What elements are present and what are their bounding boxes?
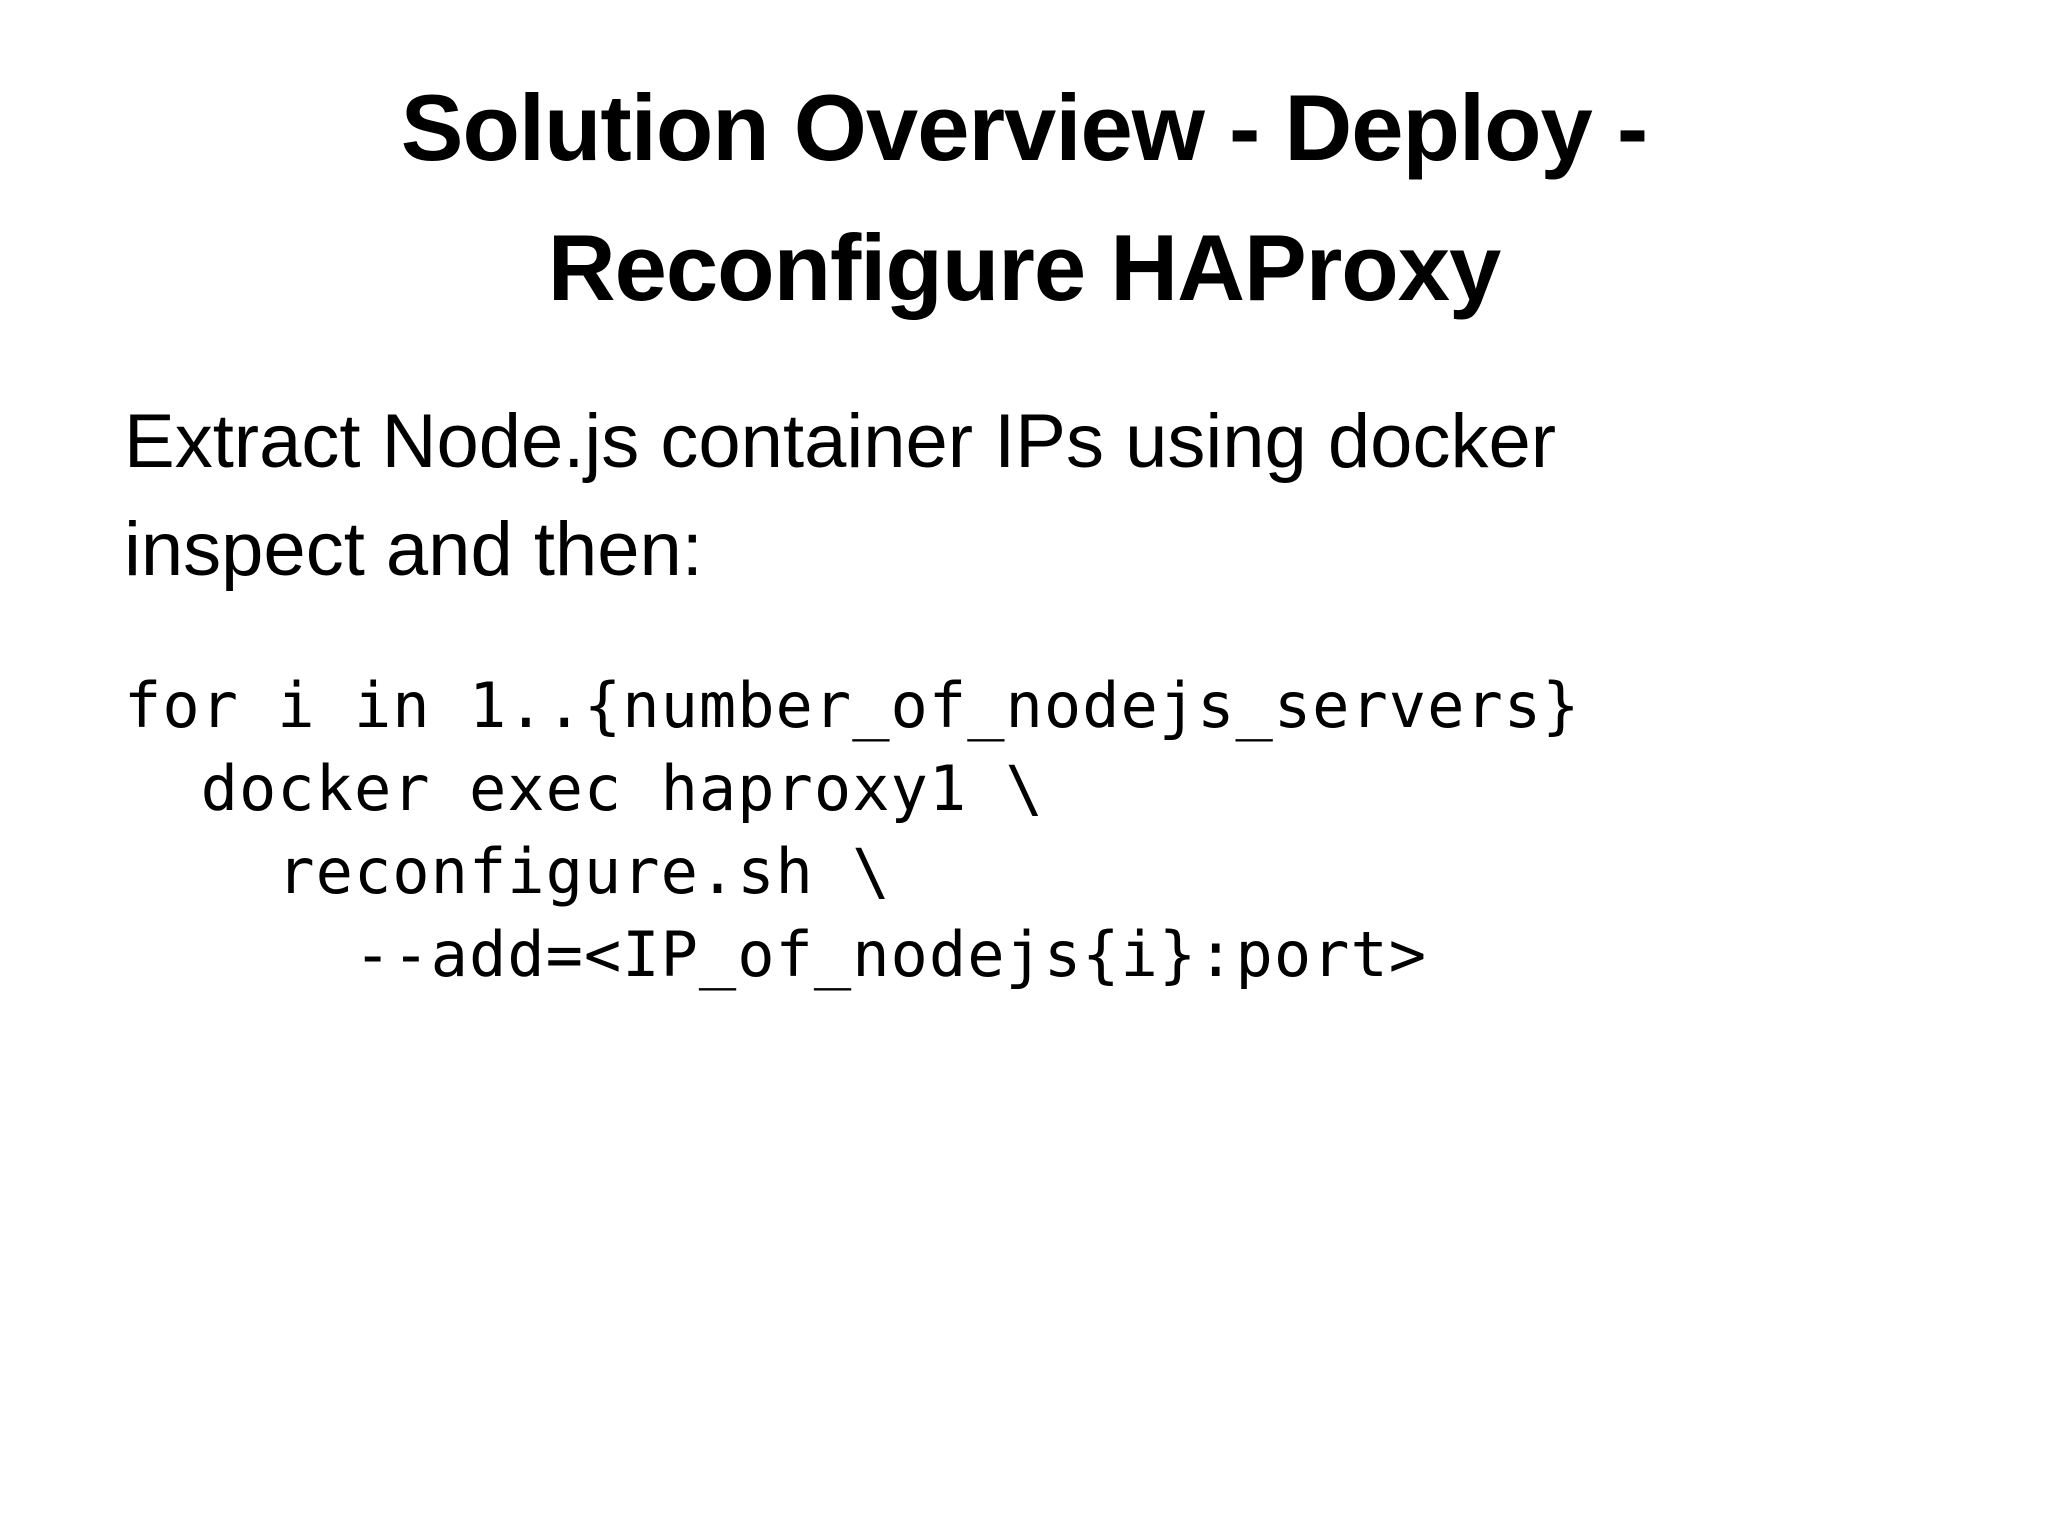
body-line-2: inspect and then: [124,507,703,592]
body-line-1: Extract Node.js container IPs using dock… [124,399,1557,484]
slide-title-line-2: Reconfigure HAProxy [547,215,1502,320]
code-block: for i in 1..{number_of_nodejs_servers} d… [124,664,1924,996]
code-line-1: for i in 1..{number_of_nodejs_servers} [124,669,1581,742]
body-paragraph: Extract Node.js container IPs using dock… [124,388,1924,604]
slide-title: Solution Overview - Deploy - Reconfigure… [0,58,2048,338]
code-line-2: docker exec haproxy1 \ [124,752,1044,825]
slide-title-line-1: Solution Overview - Deploy - [400,75,1648,180]
code-line-4: --add=<IP_of_nodejs{i}:port> [124,918,1428,991]
code-line-3: reconfigure.sh \ [124,835,891,908]
